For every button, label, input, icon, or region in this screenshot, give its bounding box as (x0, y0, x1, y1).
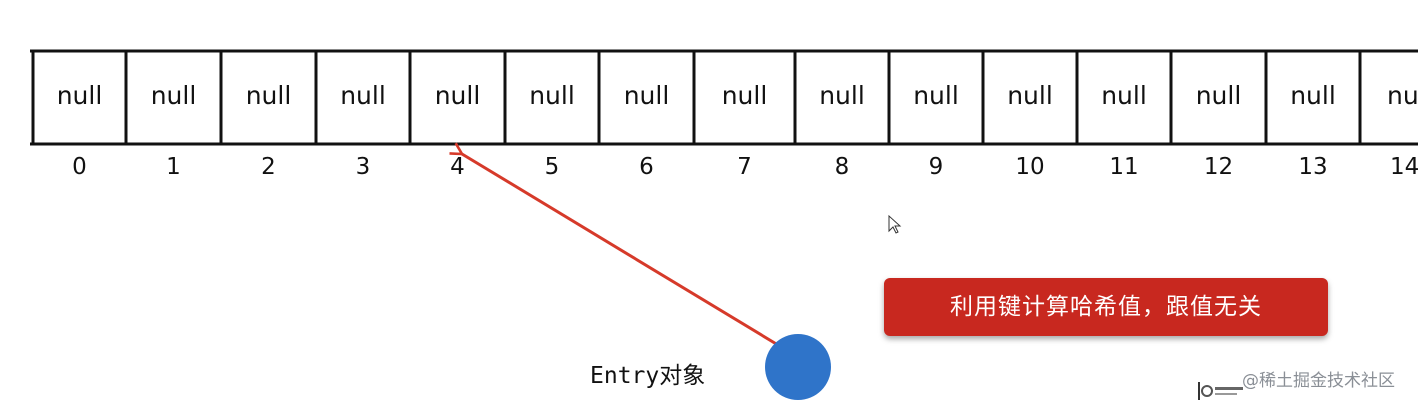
array-cell-value: null (1290, 81, 1336, 110)
array-cell-value: nu (1387, 81, 1418, 110)
array-index-label: 5 (545, 154, 560, 180)
array-index-label: 14 (1390, 154, 1418, 180)
array-cell-value: null (246, 81, 292, 110)
entry-object-circle (765, 334, 831, 400)
array-cell-value: null (151, 81, 197, 110)
hash-note-badge: 利用键计算哈希值，跟值无关 (884, 278, 1328, 336)
array-index-label: 10 (1015, 154, 1044, 180)
array-cell-value: null (340, 81, 386, 110)
array-index-label: 8 (835, 154, 850, 180)
array-index-label: 0 (72, 154, 87, 180)
array-cell-value: null (529, 81, 575, 110)
hash-arrow (462, 154, 779, 347)
array-cell-value: null (722, 81, 768, 110)
array-cell-value: null (57, 81, 103, 110)
array-index-label: 6 (639, 154, 654, 180)
array-index-label: 11 (1109, 154, 1138, 180)
watermark-logo-icon (1198, 382, 1243, 400)
array-index-label: 12 (1204, 154, 1233, 180)
entry-object-label: Entry对象 (590, 363, 706, 389)
array-cell-value: null (913, 81, 959, 110)
array-cell-value: null (624, 81, 670, 110)
mouse-cursor-icon (888, 214, 902, 234)
array-cell-value: null (819, 81, 865, 110)
array-cell-value: null (1007, 81, 1053, 110)
array-index-label: 13 (1298, 154, 1327, 180)
array-index-label: 7 (737, 154, 752, 180)
array-cell-value: null (1196, 81, 1242, 110)
array-cell-value: null (435, 81, 481, 110)
array-index-label: 2 (261, 154, 276, 180)
array-cells: null null null null null null null null null null… (30, 49, 1418, 146)
array-index-label: 4 (450, 154, 465, 180)
array-index-label: 1 (166, 154, 181, 180)
array-cell-value: null (1101, 81, 1147, 110)
array-index-label: 9 (929, 154, 944, 180)
watermark-text: @稀土掘金技术社区 (1242, 371, 1395, 391)
array-index-label: 3 (356, 154, 371, 180)
